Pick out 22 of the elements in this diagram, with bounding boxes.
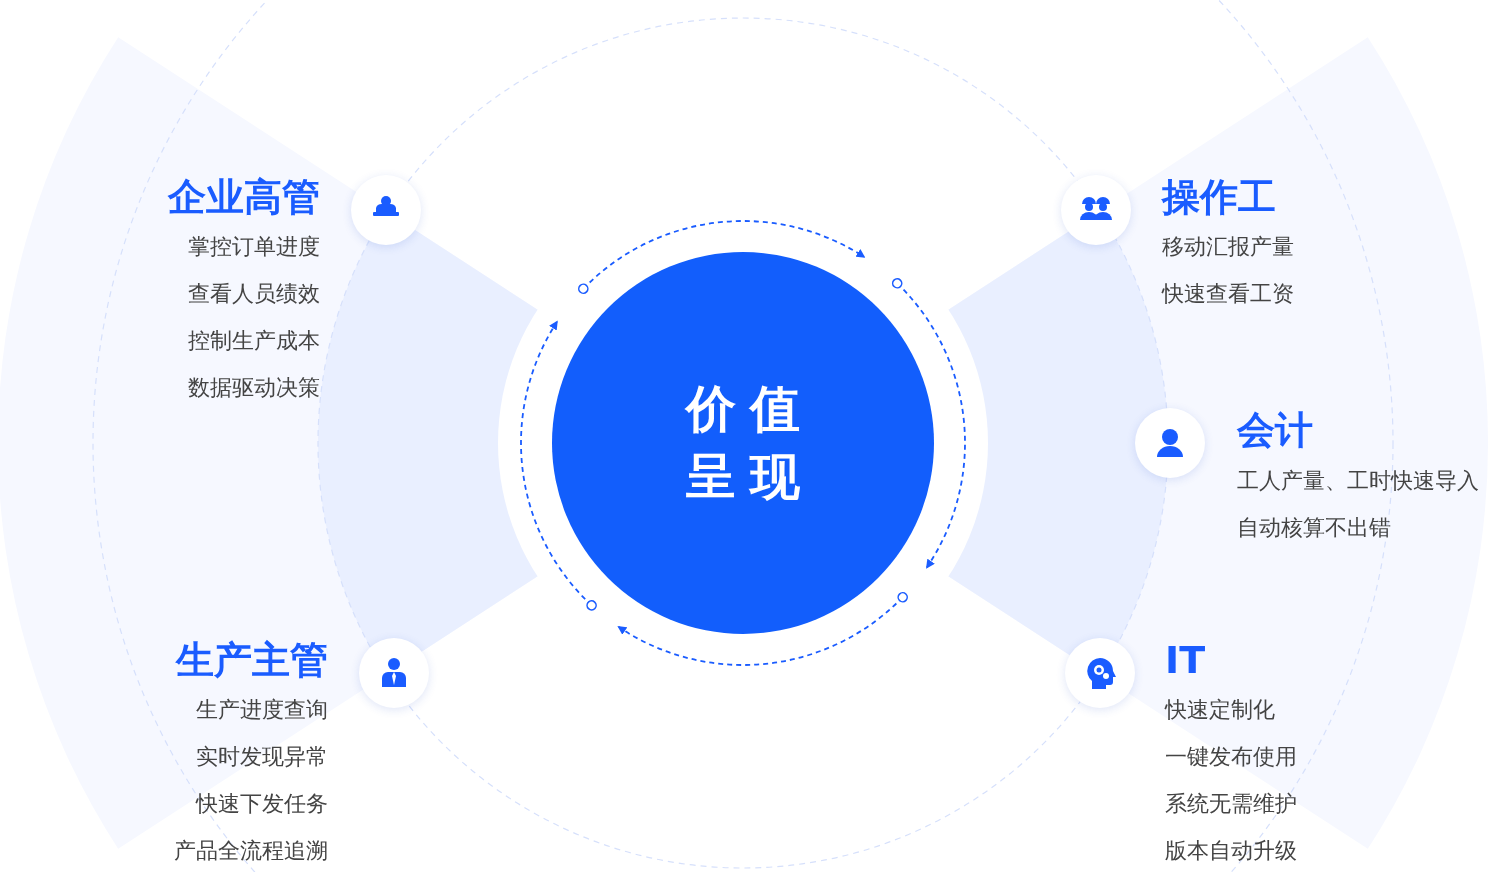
role-heading: 会计 <box>1237 407 1313 453</box>
benefit-text: 工人产量、工时快速导入 <box>1237 467 1479 495</box>
benefit-text: 查看人员绩效 <box>188 280 320 308</box>
benefit-text: 实时发现异常 <box>196 743 328 771</box>
benefit-text: 版本自动升级 <box>1165 837 1297 865</box>
benefit-text: 系统无需维护 <box>1165 790 1297 818</box>
benefit-text: 快速定制化 <box>1165 696 1275 724</box>
benefit-text: 自动核算不出错 <box>1237 514 1391 542</box>
benefit-text: 产品全流程追溯 <box>174 837 328 865</box>
role-heading: 操作工 <box>1162 174 1276 220</box>
benefit-text: 生产进度查询 <box>196 696 328 724</box>
benefit-text: 移动汇报产量 <box>1162 233 1294 261</box>
benefit-text: 数据驱动决策 <box>188 374 320 402</box>
role-heading: 企业高管 <box>168 174 320 220</box>
benefit-text: 控制生产成本 <box>188 327 320 355</box>
benefit-text: 掌控订单进度 <box>188 233 320 261</box>
benefit-text: 快速下发任务 <box>196 790 328 818</box>
role-heading: 生产主管 <box>176 637 328 683</box>
center-title: 价值呈现 <box>684 379 815 508</box>
benefit-text: 快速查看工资 <box>1162 280 1294 308</box>
role-heading: IT <box>1165 637 1206 683</box>
benefit-text: 一键发布使用 <box>1165 743 1297 771</box>
